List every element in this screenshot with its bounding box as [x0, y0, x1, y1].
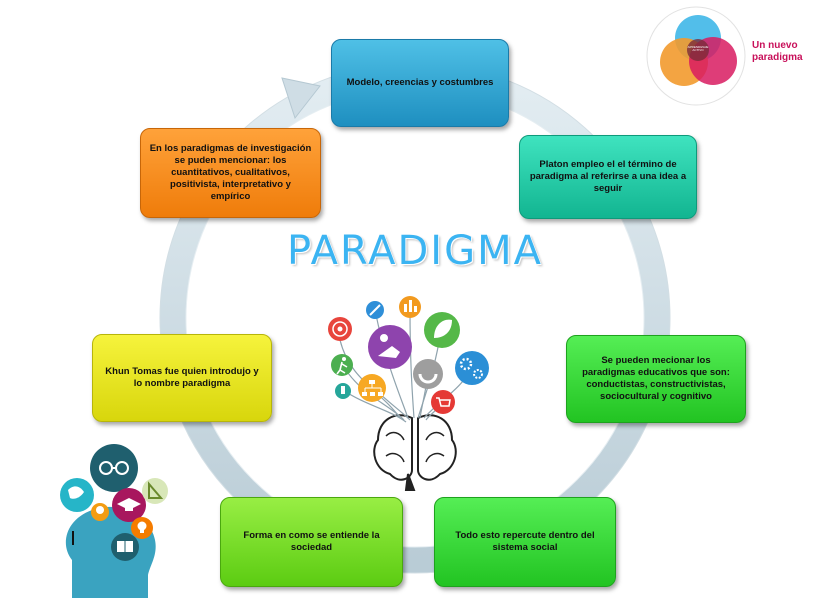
- text-cursor: [72, 531, 74, 545]
- graduation-cap-icon: [112, 488, 146, 522]
- magnet-icon: [413, 359, 443, 389]
- box-paradigmas-educativos: Se pueden mecionar los paradigmas educat…: [566, 335, 746, 423]
- glasses-icon: [90, 444, 138, 492]
- diagram-title: PARADIGMA: [287, 228, 543, 274]
- book-icon: [111, 533, 139, 561]
- person-reading-icon: [368, 325, 412, 369]
- leaf-icon: [424, 312, 460, 348]
- globe-icon: [60, 478, 94, 512]
- box-platon: Platon empleo el el término de paradigma…: [519, 135, 697, 219]
- pencil-icon: [366, 301, 384, 319]
- box-khun-tomas: Khun Tomas fue quien introdujo y lo nomb…: [92, 334, 272, 422]
- brain-icon: [373, 414, 457, 491]
- logo-label: Un nuevo paradigma: [752, 40, 803, 63]
- box-paradigmas-investigacion: En los paradigmas de investigación se pu…: [140, 128, 321, 218]
- triangle-ruler-icon: [142, 478, 168, 504]
- hierarchy-icon: [358, 374, 386, 402]
- lightbulb-icon-2: [131, 517, 153, 539]
- box-sistema-social: Todo esto repercute dentro del sistema s…: [434, 497, 616, 587]
- logo-center-text: APRENDIZAJE ACTIVO: [687, 45, 709, 53]
- chess-icon: [335, 383, 351, 399]
- box-sociedad: Forma en como se entiende la sociedad: [220, 497, 403, 587]
- lightbulb-icon: [91, 503, 109, 521]
- chart-icon: [399, 296, 421, 318]
- cycle-arrow-icon: [281, 77, 321, 120]
- cart-icon: [431, 390, 455, 414]
- gears-icon: [455, 351, 489, 385]
- box-modelo: Modelo, creencias y costumbres: [331, 39, 509, 127]
- target-icon: [328, 317, 352, 341]
- logo-icon: [646, 6, 746, 106]
- runner-icon: [331, 354, 353, 376]
